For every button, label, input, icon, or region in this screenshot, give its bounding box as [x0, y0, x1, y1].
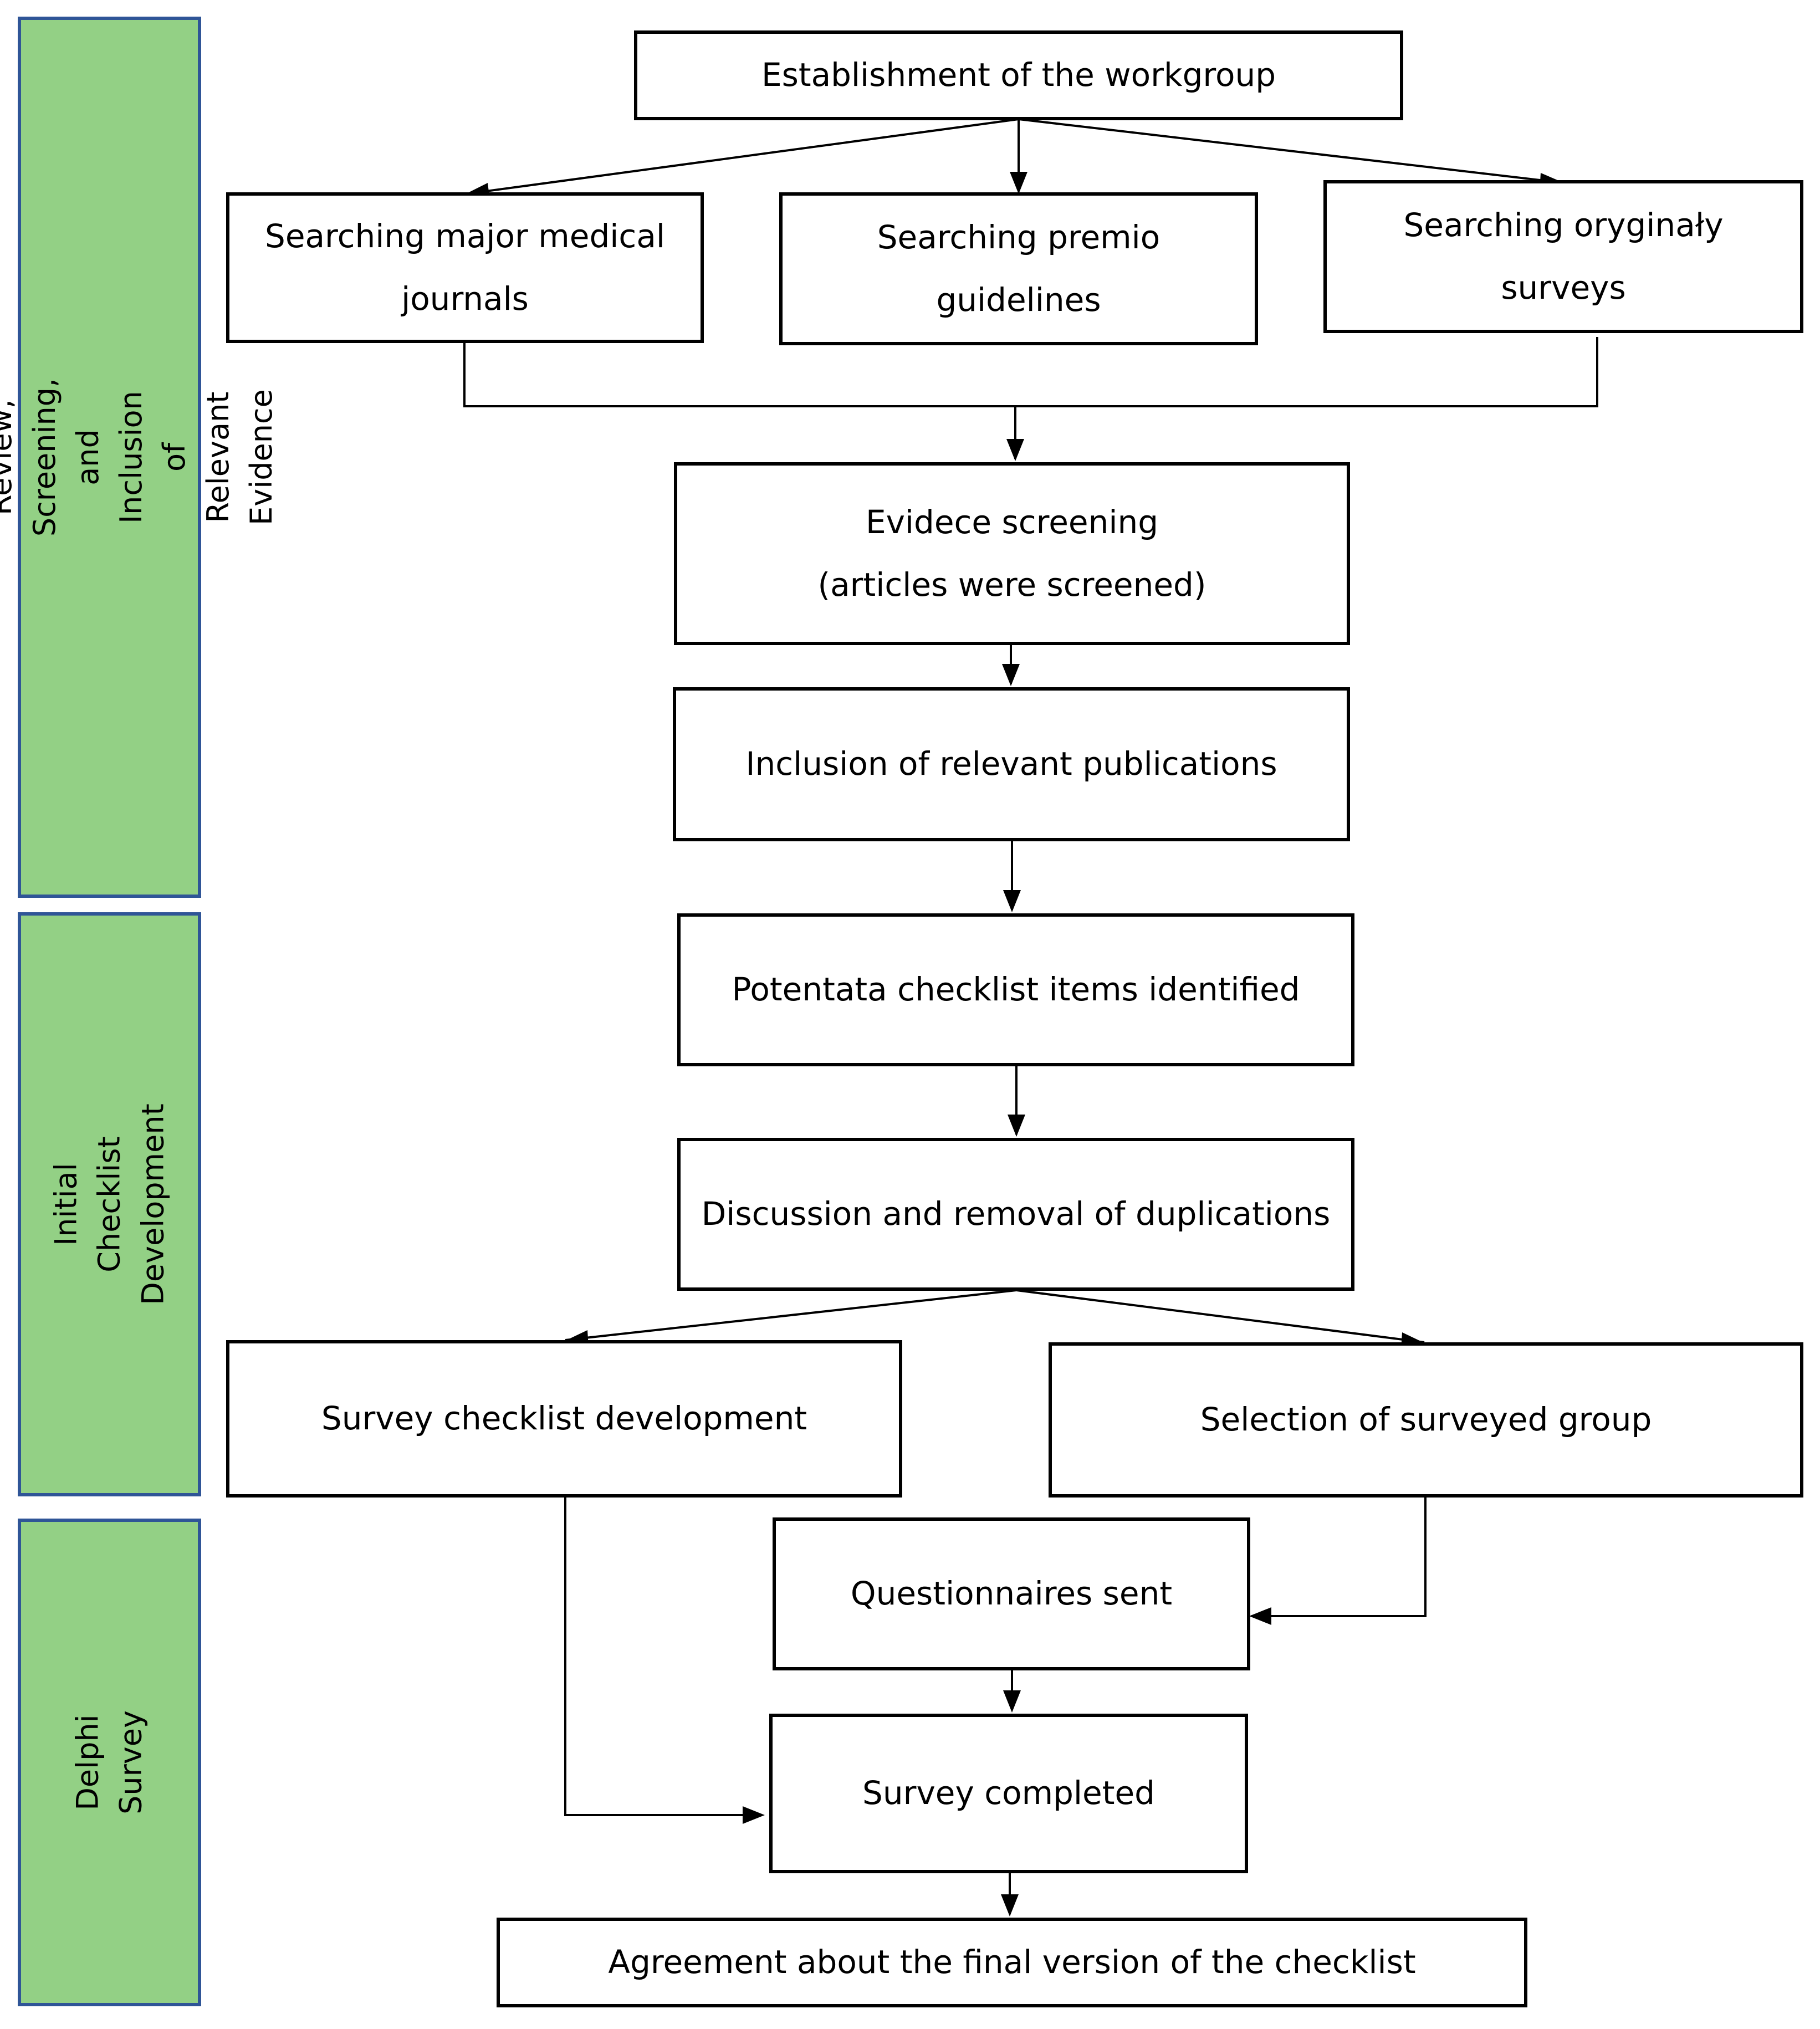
box-agreement-label: Agreement about the final version of the…: [608, 1943, 1416, 1981]
phase-initial-checklist: Initial Checklist Development: [18, 912, 201, 1496]
box-selection-group-label: Selection of surveyed group: [1200, 1401, 1652, 1439]
arrowhead-completed-from-checklist: [743, 1806, 765, 1824]
box-search-guidelines-label: Searching premio guidelines: [877, 218, 1160, 319]
box-evidence-screening-label: Evidece screening (articles were screene…: [817, 503, 1206, 604]
box-questionnaires-sent-label: Questionnaires sent: [850, 1575, 1173, 1613]
arrow-discussion-to-survey-checklist: [565, 1289, 1017, 1341]
arrowhead-inclusion: [1002, 664, 1020, 686]
arrowhead-screening: [1006, 439, 1024, 461]
arrowhead-potential: [1003, 890, 1021, 912]
box-survey-completed: Survey completed: [769, 1714, 1248, 1873]
arrowhead-discussion: [1008, 1115, 1025, 1137]
box-establishment-label: Establishment of the workgroup: [761, 56, 1276, 94]
box-search-surveys: Searching oryginały surveys: [1323, 180, 1803, 333]
box-evidence-screening: Evidece screening (articles were screene…: [674, 462, 1350, 645]
box-potential-items: Potentata checklist items identified: [677, 913, 1354, 1066]
arrowhead-questionnaires: [1249, 1607, 1271, 1625]
box-discussion-label: Discussion and removal of duplications: [701, 1195, 1331, 1233]
box-survey-completed-label: Survey completed: [862, 1774, 1155, 1812]
line-checklist-to-completed: [564, 1496, 762, 1816]
box-agreement: Agreement about the final version of the…: [497, 1918, 1527, 2007]
arrow-discussion-to-selection-group: [1016, 1289, 1425, 1343]
phase-literature-review: Literature Review, Screening, and Inclus…: [0, 17, 278, 898]
line-selection-to-questionnaires: [1251, 1496, 1427, 1617]
box-survey-checklist-label: Survey checklist development: [321, 1399, 807, 1438]
box-inclusion: Inclusion of relevant publications: [673, 687, 1350, 841]
box-potential-items-label: Potentata checklist items identified: [732, 970, 1300, 1009]
box-search-surveys-label: Searching oryginały surveys: [1403, 206, 1724, 306]
arrowhead-completed-from-questionnaires: [1003, 1690, 1021, 1713]
arrow-establishment-to-journals: [465, 118, 1019, 195]
merge-line-searches: [463, 337, 1598, 407]
phase-delphi-survey: Delphi Survey: [18, 1519, 201, 2006]
box-search-journals: Searching major medical journals: [226, 192, 704, 343]
arrow-establishment-to-surveys: [1018, 118, 1565, 184]
box-search-journals-label: Searching major medical journals: [265, 217, 665, 318]
box-establishment: Establishment of the workgroup: [634, 30, 1403, 120]
box-inclusion-label: Inclusion of relevant publications: [745, 745, 1277, 783]
box-questionnaires-sent: Questionnaires sent: [773, 1517, 1250, 1670]
box-search-guidelines: Searching premio guidelines: [779, 192, 1258, 345]
box-discussion: Discussion and removal of duplications: [677, 1138, 1354, 1291]
arrowhead-agreement: [1001, 1894, 1019, 1916]
box-selection-group: Selection of surveyed group: [1049, 1342, 1803, 1498]
box-survey-checklist: Survey checklist development: [226, 1340, 902, 1498]
arrowhead-guidelines: [1010, 172, 1027, 194]
